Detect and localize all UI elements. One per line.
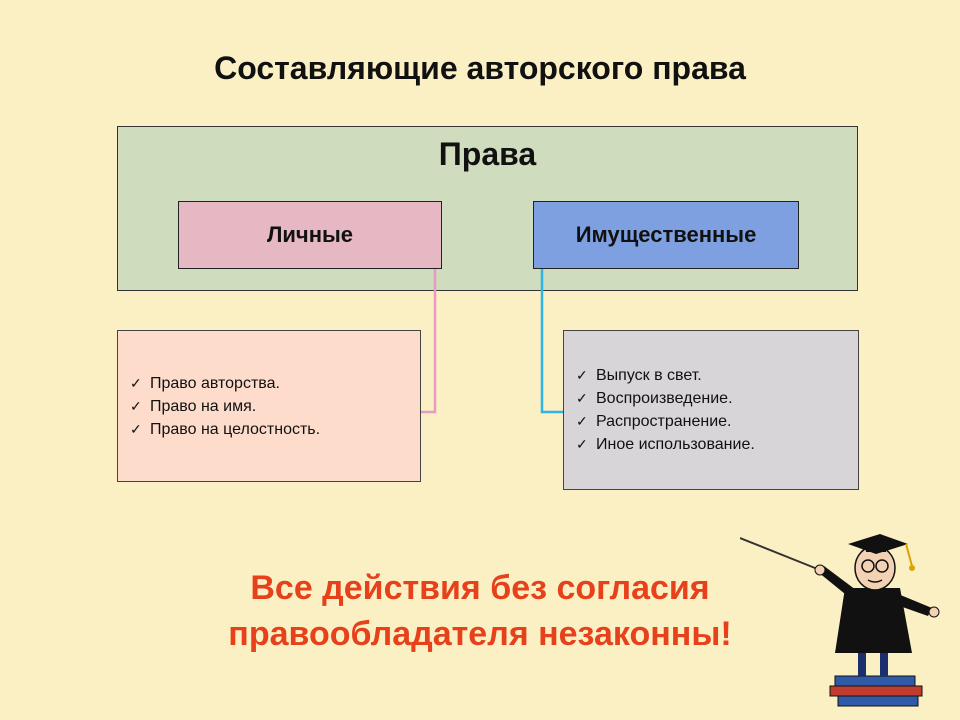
rights-heading: Права — [438, 136, 537, 172]
property-rights-box: Имущественные — [533, 201, 799, 269]
professor-pointer-illustration — [740, 534, 940, 707]
list-item-text: Иное использование. — [596, 436, 755, 453]
warning-line-1: Все действия без согласия — [250, 569, 710, 607]
page-title: Составляющие авторского права — [214, 50, 746, 86]
list-item-text: Право авторства. — [150, 374, 280, 392]
personal-rights-box: Личные — [178, 201, 442, 269]
list-item: ✓ Право на целостность. — [130, 418, 320, 441]
list-item: ✓ Воспроизведение. — [576, 387, 755, 410]
warning-text: Все действия без согласия правообладател… — [100, 565, 860, 657]
list-item-text: Распространение. — [596, 413, 732, 430]
list-item: ✓ Иное использование. — [576, 433, 755, 456]
check-icon: ✓ — [576, 436, 588, 452]
personal-rights-label: Личные — [266, 222, 354, 247]
list-item-text: Выпуск в свет. — [596, 367, 702, 384]
list-item: ✓ Распространение. — [576, 410, 755, 433]
check-icon: ✓ — [576, 413, 588, 429]
list-item: ✓ Право авторства. — [130, 372, 320, 395]
list-item-text: Воспроизведение. — [596, 390, 733, 407]
check-icon: ✓ — [130, 420, 142, 437]
check-icon: ✓ — [576, 367, 588, 383]
property-rights-list: ✓ Выпуск в свет. ✓ Воспроизведение. ✓ Распр… — [563, 330, 859, 490]
check-icon: ✓ — [130, 397, 142, 414]
property-rights-label: Имущественные — [575, 222, 757, 247]
list-item: ✓ Право на имя. — [130, 395, 320, 418]
list-item-text: Право на целостность. — [150, 420, 321, 438]
list-item: ✓ Выпуск в свет. — [576, 364, 755, 387]
check-icon: ✓ — [576, 390, 588, 406]
check-icon: ✓ — [130, 374, 142, 391]
personal-rights-list: ✓ Право авторства. ✓ Право на имя. ✓ Право … — [117, 330, 421, 482]
list-item-text: Право на имя. — [150, 397, 257, 415]
warning-line-2: правообладателя незаконны! — [228, 615, 732, 653]
